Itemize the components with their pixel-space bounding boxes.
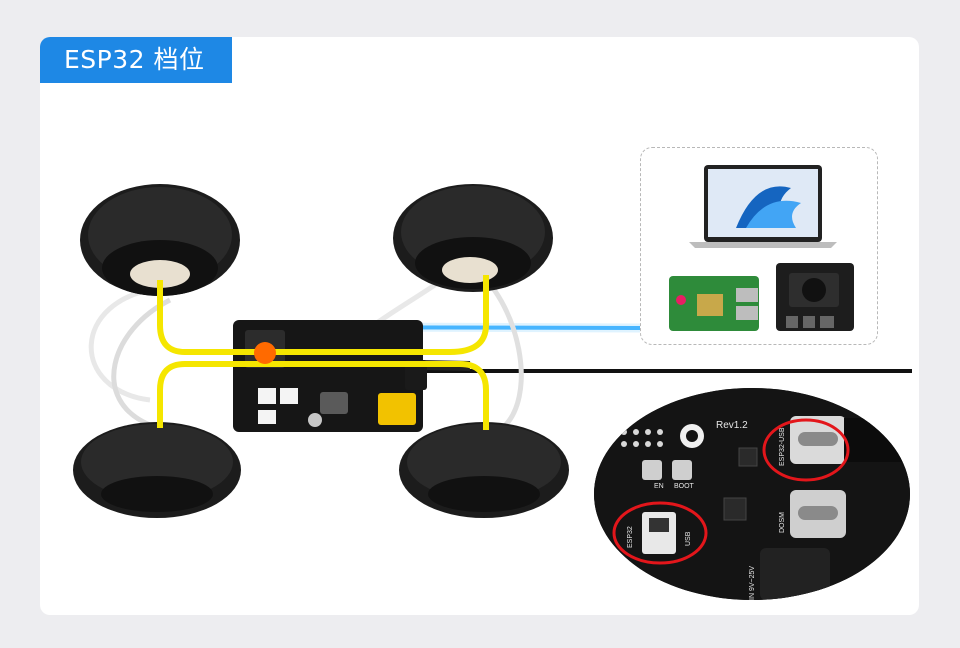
board-zoom-view: Rev1.2 EN BOOT ESP32 USB ESP32-USB DOSM …: [594, 388, 910, 600]
wheel-rear-left: [73, 422, 241, 518]
dosm-label: DOSM: [779, 512, 786, 533]
esp32-usb-label: ESP32-USB: [779, 427, 786, 466]
wheel-rear-right: [399, 422, 569, 518]
boot-label: BOOT: [674, 483, 695, 490]
rev-label: Rev1.2: [716, 420, 748, 431]
wheel-front-right: [393, 184, 553, 292]
en-label: EN: [654, 483, 664, 490]
esp32-label: ESP32: [627, 526, 634, 548]
laptop-icon: [689, 165, 837, 248]
port-marker: [254, 342, 276, 364]
usb-port-callout: [762, 418, 850, 482]
usb-label: USB: [685, 531, 692, 546]
wheel-front-left: [80, 184, 240, 296]
driver-board: [233, 320, 427, 432]
motor-wire-highlight-top: [157, 275, 489, 355]
host-devices-panel: [640, 147, 878, 345]
switch-callout: [612, 501, 708, 565]
motor-wire-highlight-bottom: [157, 361, 489, 430]
power-input-label: IN 9V~25V: [749, 566, 756, 600]
jetson-board-icon: [776, 263, 854, 331]
raspberry-pi-board-icon: [669, 276, 759, 331]
page-title: ESP32 档位: [40, 37, 232, 83]
